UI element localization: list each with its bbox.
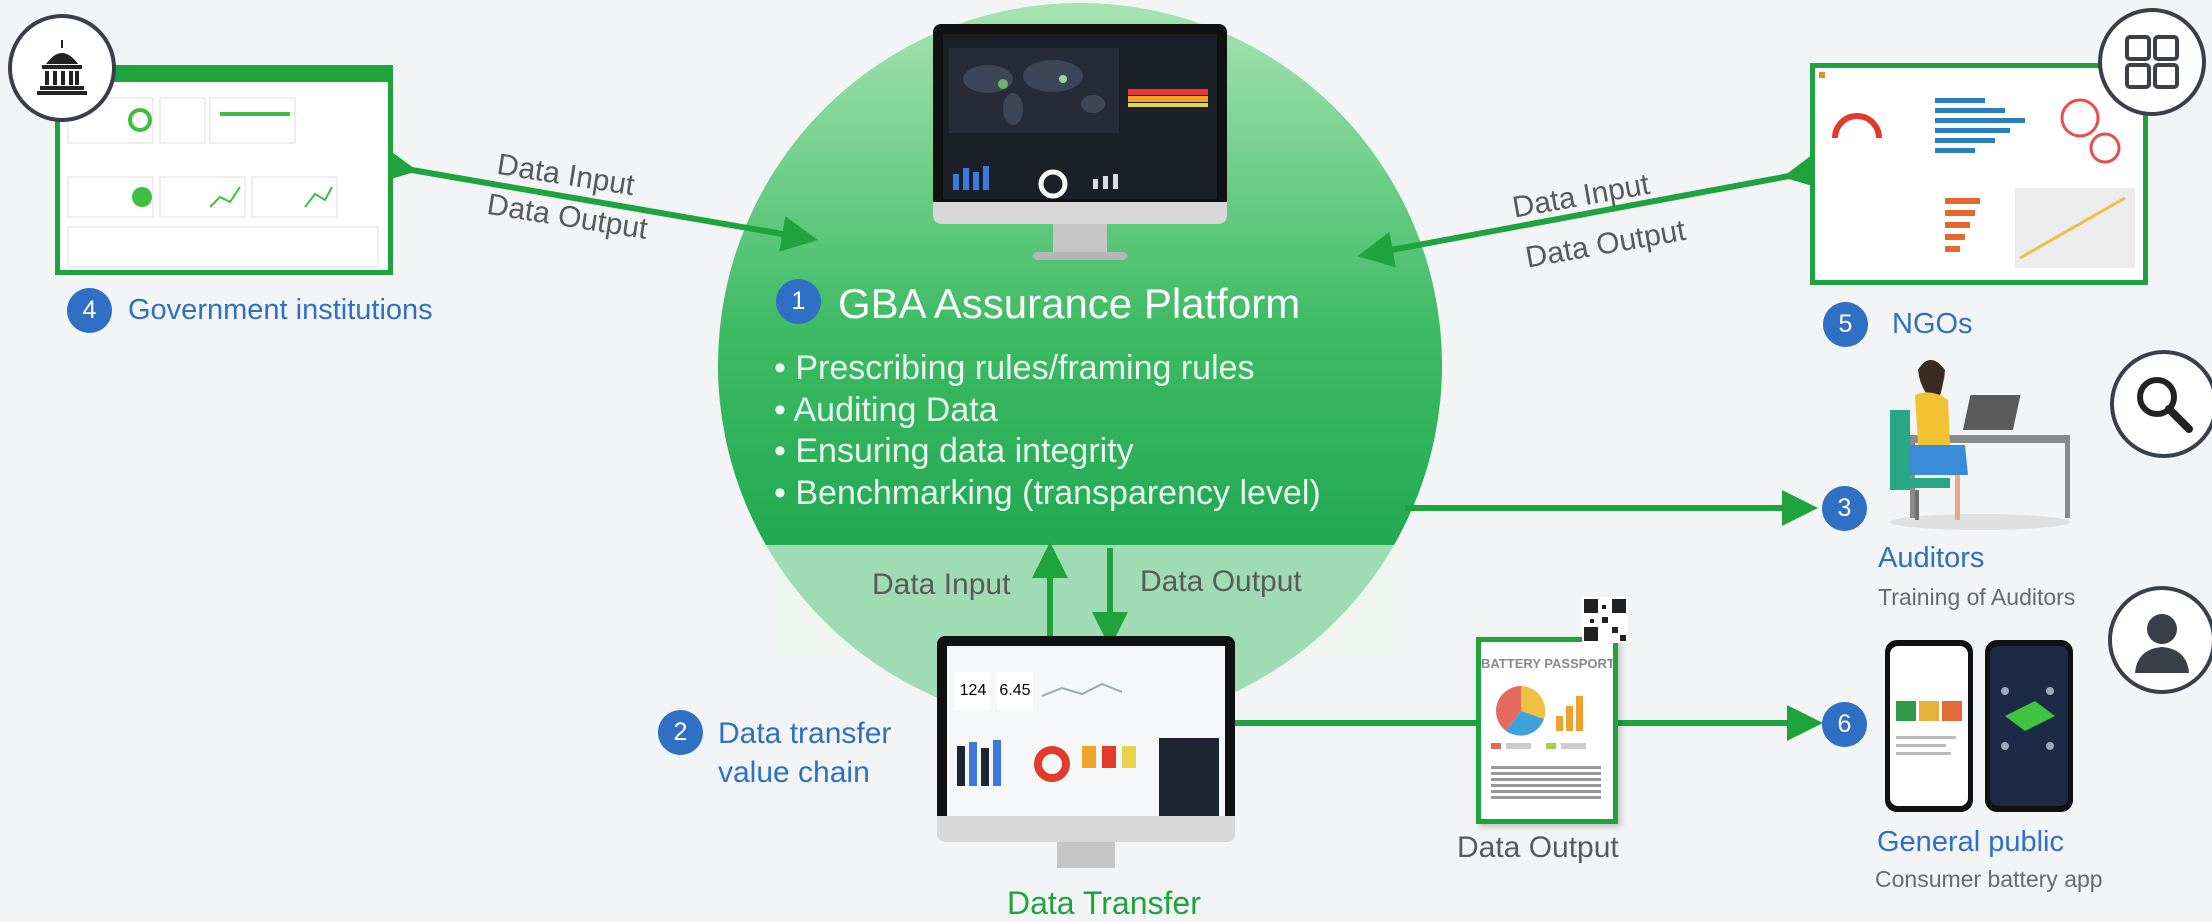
value-chain-number-badge: 2 — [658, 710, 703, 755]
platform-bullets: • Prescribing rules/framing rules • Audi… — [774, 348, 1321, 514]
person-icon — [2108, 586, 2212, 694]
phone-right-screen — [1990, 646, 2068, 806]
value-chain-label: Data transfer value chain — [718, 714, 891, 792]
gov-label: Government institutions — [128, 294, 433, 326]
public-sublabel: Consumer battery app — [1875, 866, 2103, 892]
auditor-sublabel: Training of Auditors — [1878, 584, 2076, 610]
capitol-icon — [8, 14, 116, 122]
passport-title: BATTERY PASSPORT — [1481, 656, 1615, 671]
bullet-1: • Prescribing rules/framing rules — [774, 349, 1255, 387]
platform-title: GBA Assurance Platform — [838, 280, 1301, 327]
bullet-2: • Auditing Data — [774, 390, 998, 429]
bottom-monitor-stand — [1057, 842, 1115, 868]
magnifier-icon — [2110, 350, 2212, 458]
ngo-label: NGOs — [1892, 308, 1973, 340]
gov-number-badge: 4 — [67, 288, 112, 333]
magnifier-glyph — [2137, 377, 2193, 433]
gov-dash-header — [60, 70, 388, 82]
passport-graphics — [1491, 686, 1601, 799]
ngo-dash-content — [1819, 72, 2135, 268]
platform-number-badge: 1 — [776, 279, 821, 324]
platform-monitor — [933, 24, 1227, 264]
handshake-icon — [2098, 8, 2206, 116]
passport-output-label: Data Output — [1457, 831, 1619, 864]
value-chain-monitor: 124 6.45 — [937, 636, 1235, 878]
capitol-glyph — [37, 40, 87, 95]
hands-glyph — [2125, 35, 2179, 89]
public-label: General public — [1877, 826, 2064, 858]
auditor-label: Auditors — [1878, 542, 1985, 574]
bottom-monitor-chin — [937, 816, 1235, 842]
bottom-monitor-screen: 124 6.45 — [947, 646, 1225, 816]
ngo-dashboard — [1810, 63, 2148, 285]
gov-arrow — [379, 147, 818, 252]
monitor-stand — [1053, 224, 1107, 254]
world-map-dashboard — [949, 48, 1208, 199]
monitor-base — [1033, 252, 1127, 260]
ngo-number-badge: 5 — [1823, 302, 1868, 347]
data-transfer-label: Data Transfer — [1007, 885, 1201, 921]
bullet-3: • Ensuring data integrity — [774, 432, 1134, 470]
battery-passport: BATTERY PASSPORT — [1476, 637, 1618, 824]
center-input-label: Data Input — [872, 568, 1011, 601]
person-glyph — [2135, 614, 2189, 673]
center-output-label: Data Output — [1140, 565, 1302, 598]
qr-pattern — [1584, 599, 1626, 641]
phone-left-screen — [1890, 646, 1968, 806]
monitor-screen — [943, 34, 1217, 199]
gov-dash-content — [67, 97, 379, 268]
dash-card-a: 124 — [955, 672, 991, 710]
public-number-badge: 6 — [1822, 702, 1867, 747]
phone-right-content — [2001, 687, 2055, 750]
value-chain-line2: value chain — [718, 756, 870, 789]
auditor-illustration — [1890, 360, 2070, 530]
auditor-number-badge: 3 — [1822, 486, 1867, 531]
dash-charts — [957, 682, 1219, 816]
qr-code — [1582, 597, 1628, 643]
phone-left — [1885, 640, 1973, 812]
monitor-chin — [933, 202, 1227, 224]
dash-card-b: 6.45 — [997, 672, 1033, 710]
value-chain-line1: Data transfer — [718, 717, 892, 750]
phone-left-content — [1896, 701, 1962, 755]
ngo-arrow — [1357, 153, 1821, 268]
bullet-4: • Benchmarking (transparency level) — [774, 473, 1321, 512]
phone-right — [1985, 640, 2073, 812]
